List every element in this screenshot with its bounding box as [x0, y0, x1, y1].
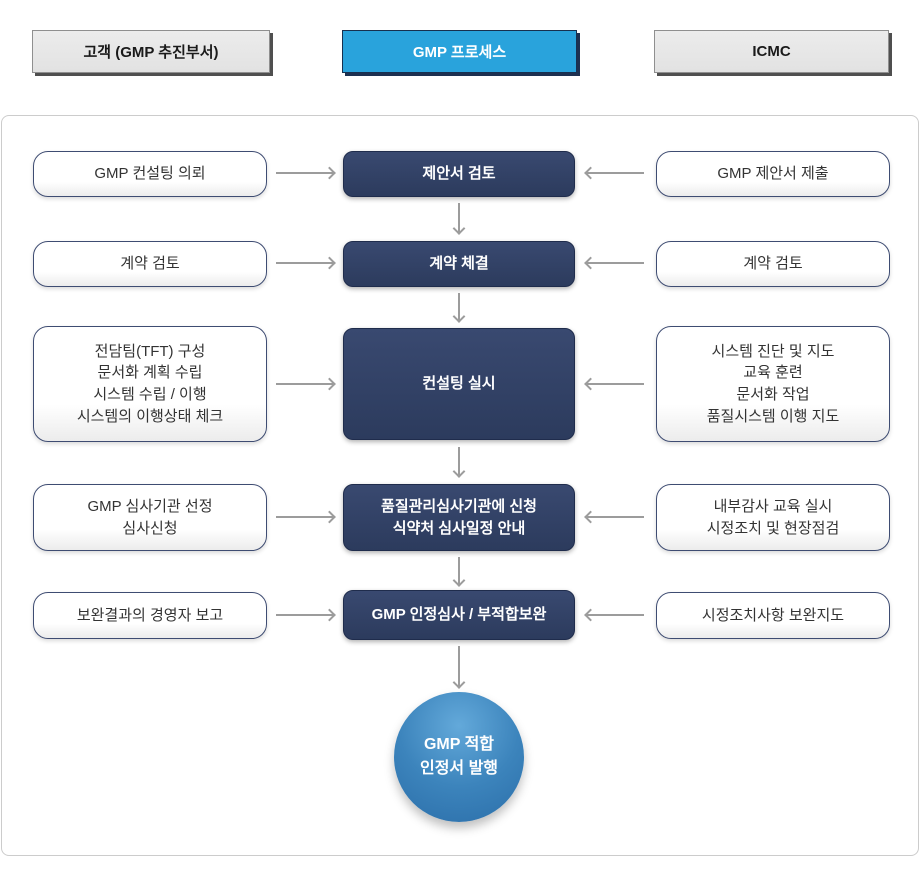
flow-box-label: 시정조치사항 보완지도	[701, 606, 845, 624]
flow-box-process-consulting-execution: 컨설팅 실시	[343, 328, 575, 440]
arrow-left-icon	[586, 172, 644, 174]
arrow-right-icon	[276, 172, 334, 174]
flow-box-icmc-corrective-action-guidance: 시정조치사항 보완지도	[656, 592, 890, 639]
flow-box-label: 계약 검토	[743, 255, 803, 273]
arrow-down-icon	[458, 293, 460, 321]
arrow-right-icon	[276, 614, 334, 616]
flow-box-label: 계약 검토	[120, 255, 180, 273]
flow-box-icmc-proposal-submit: GMP 제안서 제출	[656, 151, 890, 197]
arrow-down-icon	[458, 203, 460, 233]
arrow-right-icon	[276, 383, 334, 385]
flow-box-customer-consulting-request: GMP 컨설팅 의뢰	[33, 151, 267, 197]
flow-box-label: 품질관리심사기관에 신청 식약처 심사일정 안내	[381, 497, 537, 537]
flow-box-label: GMP 제안서 제출	[717, 165, 829, 183]
flow-box-label: 계약 체결	[429, 255, 489, 273]
flow-box-customer-audit-agency-selection: GMP 심사기관 선정 심사신청	[33, 484, 267, 551]
arrow-right-icon	[276, 516, 334, 518]
flow-box-process-contract-signing: 계약 체결	[343, 241, 575, 287]
arrow-left-icon	[586, 262, 644, 264]
flow-box-customer-tft-setup: 전담팀(TFT) 구성 문서화 계획 수립 시스템 수립 / 이행 시스템의 이…	[33, 326, 267, 442]
flow-box-label: 보완결과의 경영자 보고	[76, 606, 224, 624]
flow-box-icmc-contract-review: 계약 검토	[656, 241, 890, 287]
final-node-label: GMP 적합 인정서 발행	[419, 736, 499, 777]
flow-box-label: 컨설팅 실시	[422, 375, 496, 393]
flow-box-label: 전담팀(TFT) 구성 문서화 계획 수립 시스템 수립 / 이행 시스템의 이…	[76, 342, 224, 425]
header-icmc-label: ICMC	[752, 43, 791, 60]
flow-box-icmc-system-diagnosis: 시스템 진단 및 지도 교육 훈련 문서화 작업 품질시스템 이행 지도	[656, 326, 890, 442]
flow-box-process-audit-application: 품질관리심사기관에 신청 식약처 심사일정 안내	[343, 484, 575, 551]
flow-box-process-gmp-certification-audit: GMP 인정심사 / 부적합보완	[343, 590, 575, 640]
arrow-left-icon	[586, 516, 644, 518]
flow-box-label: 시스템 진단 및 지도 교육 훈련 문서화 작업 품질시스템 이행 지도	[706, 342, 840, 425]
header-gmp-process: GMP 프로세스	[342, 30, 577, 73]
flow-box-label: GMP 인정심사 / 부적합보완	[371, 606, 547, 624]
arrow-down-icon	[458, 646, 460, 687]
flow-box-label: 제안서 검토	[422, 165, 496, 183]
arrow-left-icon	[586, 383, 644, 385]
arrow-left-icon	[586, 614, 644, 616]
flow-box-label: GMP 심사기관 선정 심사신청	[87, 497, 213, 537]
flow-box-process-proposal-review: 제안서 검토	[343, 151, 575, 197]
arrow-right-icon	[276, 262, 334, 264]
flow-box-label: GMP 컨설팅 의뢰	[94, 165, 206, 183]
flow-box-customer-contract-review: 계약 검토	[33, 241, 267, 287]
header-gmp-process-label: GMP 프로세스	[412, 44, 507, 61]
header-customer-label: 고객 (GMP 추진부서)	[83, 44, 219, 61]
flow-box-icmc-internal-audit-training: 내부감사 교육 실시 시정조치 및 현장점검	[656, 484, 890, 551]
arrow-down-icon	[458, 447, 460, 476]
header-icmc: ICMC	[654, 30, 889, 73]
header-customer: 고객 (GMP 추진부서)	[32, 30, 270, 73]
final-node-gmp-certificate-issuance: GMP 적합 인정서 발행	[394, 692, 524, 822]
arrow-down-icon	[458, 557, 460, 585]
flow-box-label: 내부감사 교육 실시 시정조치 및 현장점검	[706, 497, 840, 537]
flow-box-customer-management-report: 보완결과의 경영자 보고	[33, 592, 267, 639]
